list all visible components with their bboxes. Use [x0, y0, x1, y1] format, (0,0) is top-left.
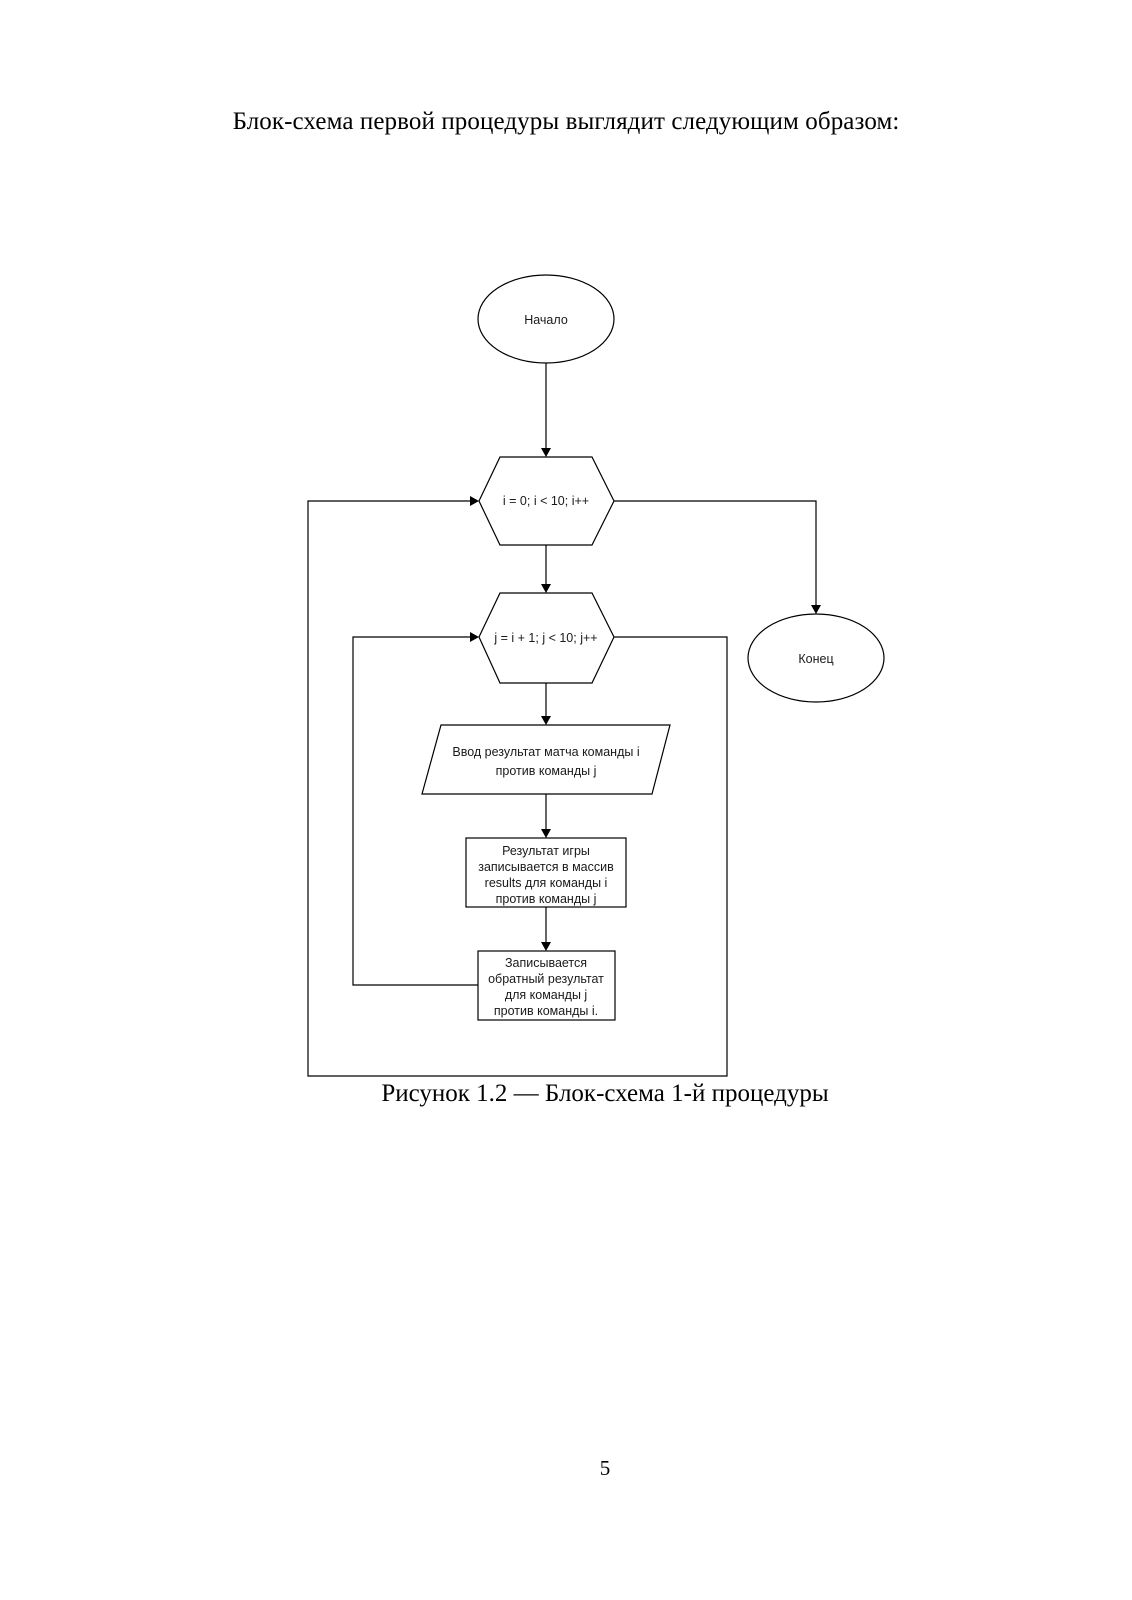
- node-inner-loop: j = i + 1; j < 10; j++: [478, 592, 615, 684]
- arrowhead-outer-loop-left: [470, 496, 479, 506]
- store-reverse-label-line-4: против команды i.: [494, 1004, 598, 1018]
- figure-caption: Рисунок 1.2 — Блок-схема 1-й процедуры: [381, 1080, 829, 1107]
- store-reverse-label-line-1: Записывается: [505, 956, 587, 970]
- arrowhead-store-result-top: [541, 829, 551, 838]
- store-result-label-line-1: Результат игры: [502, 844, 590, 858]
- page-number: 5: [599, 1456, 611, 1480]
- store-reverse-label-line-3: для команды j: [505, 988, 587, 1002]
- intro-paragraph: Блок-схема первой процедуры выглядит сле…: [232, 108, 900, 135]
- inner-loop-hexagon-shape: [478, 592, 615, 684]
- outer-loop-hexagon-shape: [478, 456, 615, 546]
- store-result-process-shape: [465, 837, 627, 908]
- store-result-label-line-2: записывается в массив: [478, 860, 614, 874]
- input-result-label-line-1: Ввод результат матча команды i: [452, 745, 639, 759]
- outer-loop-label: i = 0; i < 10; i++: [503, 494, 589, 508]
- input-result-label-line-2: против команды j: [496, 764, 597, 778]
- store-reverse-process-shape: [477, 950, 616, 1021]
- start-label: Начало: [524, 313, 568, 327]
- node-end: Конец: [747, 613, 885, 703]
- arrowhead-inner-loop-left: [470, 632, 479, 642]
- store-result-label-line-3: results для команды i: [485, 876, 608, 890]
- arrowhead-input-top: [541, 716, 551, 725]
- input-parallelogram-shape: [421, 724, 671, 795]
- edge-store-reverse-to-inner-loop: [352, 636, 478, 986]
- node-input-result: Ввод результат матча команды i против ко…: [421, 724, 671, 795]
- store-reverse-label-line-2: обратный результат: [488, 972, 604, 986]
- arrowhead-outer-loop-top: [541, 448, 551, 457]
- end-label: Конец: [798, 652, 833, 666]
- start-terminator-shape: [477, 274, 615, 364]
- edge-inner-loop-to-outer-loop: [307, 500, 728, 1077]
- node-start: Начало: [477, 274, 615, 364]
- node-store-reverse: Записывается обратный результат для кома…: [477, 950, 616, 1021]
- node-store-result: Результат игры записывается в массив res…: [465, 837, 627, 908]
- store-result-label-line-4: против команды j: [496, 892, 597, 906]
- edge-outer-loop-to-end: [614, 500, 817, 605]
- arrowhead-end-top: [811, 605, 821, 614]
- flowchart-edges: [307, 361, 821, 1077]
- inner-loop-label: j = i + 1; j < 10; j++: [493, 631, 597, 645]
- arrowhead-store-reverse-top: [541, 942, 551, 951]
- end-terminator-shape: [747, 613, 885, 703]
- node-outer-loop: i = 0; i < 10; i++: [478, 456, 615, 546]
- arrowhead-inner-loop-top: [541, 584, 551, 593]
